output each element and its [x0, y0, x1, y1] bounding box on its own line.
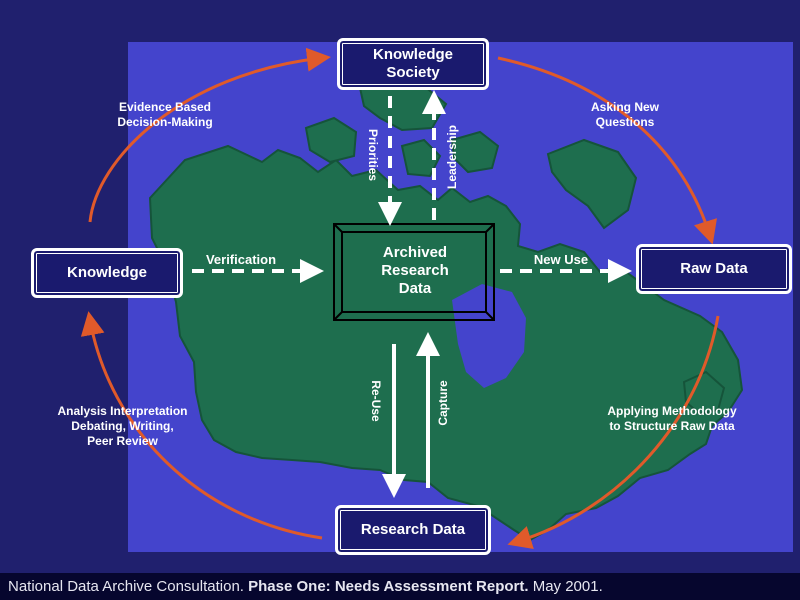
label-leadership: Leadership: [445, 124, 459, 190]
cycle-arrows: [80, 47, 720, 550]
node-knowledge: Knowledge: [31, 248, 183, 298]
island-banks: [400, 138, 442, 178]
dashed-arrows: [192, 90, 632, 283]
solid-arrows: [382, 332, 440, 498]
node-knowledge-society: Knowledge Society: [337, 38, 489, 90]
label-priorities: Priorities: [366, 128, 380, 182]
hudson-bay: [452, 284, 526, 388]
island-devon: [450, 130, 500, 174]
label-new-use: New Use: [533, 252, 589, 267]
mainland: [148, 144, 744, 542]
label-evidence: Evidence Based Decision-Making: [117, 100, 213, 129]
island-newfoundland: [682, 370, 726, 416]
archived-frame: [333, 223, 495, 321]
caption: National Data Archive Consultation. Phas…: [0, 573, 800, 600]
island-victoria: [304, 116, 358, 164]
label-capture: Capture: [436, 380, 450, 426]
caption-part1: National Data Archive Consultation.: [8, 578, 249, 595]
label-reuse: Re-Use: [369, 380, 383, 422]
node-archived: Archived Research Data: [381, 244, 449, 297]
label-applying: Applying Methodology to Structure Raw Da…: [607, 404, 737, 433]
label-asking: Asking New Questions: [590, 100, 659, 129]
label-verification: Verification: [205, 252, 277, 267]
arrow-analysis: [80, 311, 323, 540]
label-analysis: Analysis Interpretation Debating, Writin…: [57, 404, 188, 448]
arrow-asking: [497, 56, 717, 245]
arrow-evidence: [88, 47, 331, 223]
island-baffin: [546, 138, 638, 230]
caption-part3: May 2001.: [528, 578, 603, 595]
node-raw-data: Raw Data: [636, 244, 792, 294]
caption-part2: Phase One: Needs Assessment Report.: [248, 578, 529, 595]
node-research-data: Research Data: [335, 505, 491, 555]
arrow-applying: [507, 315, 720, 550]
